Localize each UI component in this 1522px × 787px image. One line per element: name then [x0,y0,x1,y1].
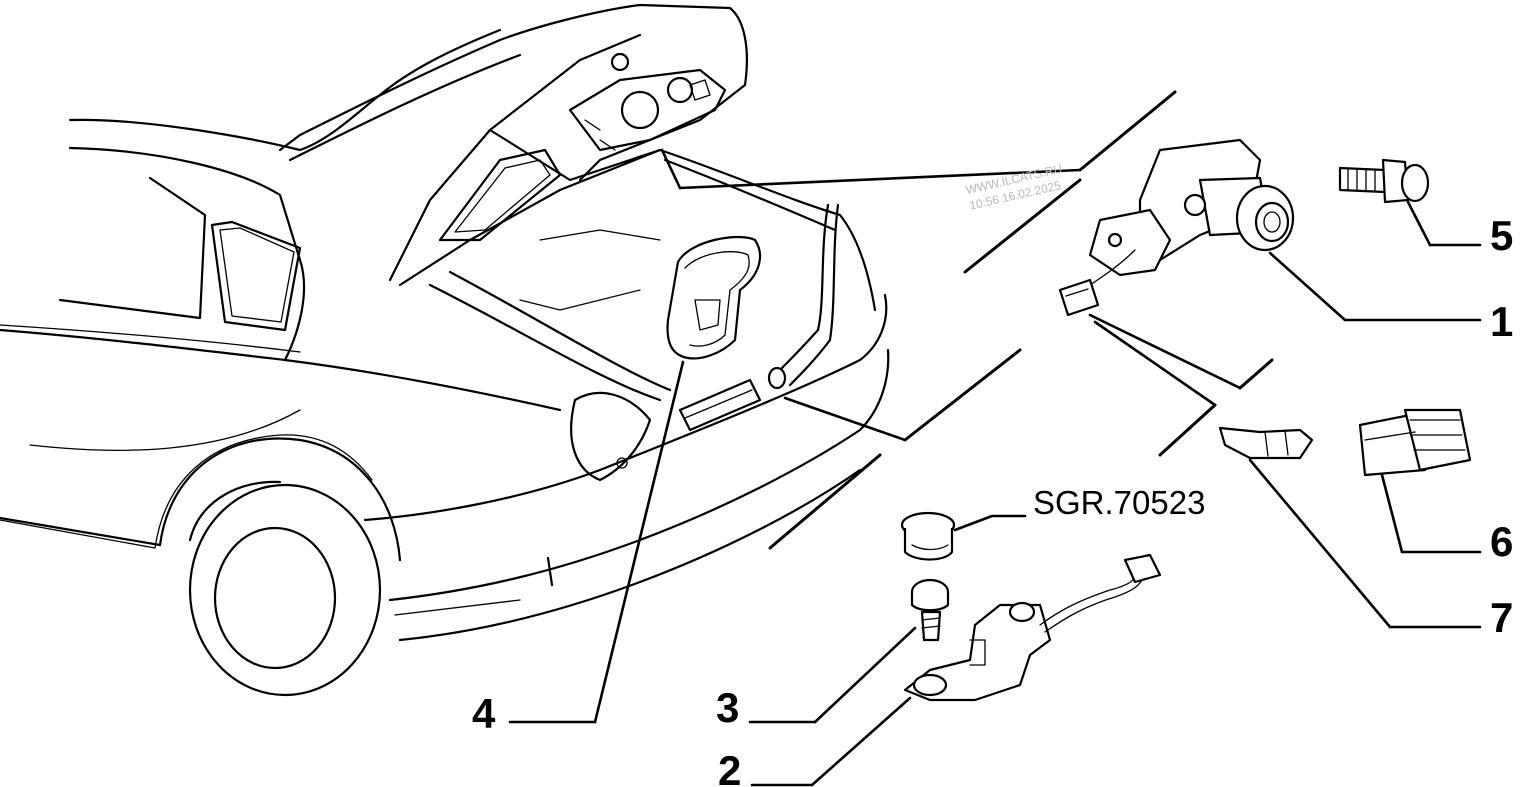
watermark: WWW.ILCATS.RU 10:56 16.02.2025 [964,161,1063,212]
screw-part [910,578,950,642]
reference-code-label: SGR.70523 [1033,484,1205,521]
switch-part [1358,408,1472,477]
callout-2: 2 [718,747,741,787]
break-lines [768,90,1274,550]
callout-labels: 1 2 3 4 5 6 7 SGR.70523 [472,212,1513,787]
terminal-clip-part [1218,426,1314,460]
car-rear-illustration [0,3,890,697]
callout-1: 1 [1490,298,1513,345]
callout-7: 7 [1490,594,1513,641]
lock-cylinder-assembly [1058,138,1295,317]
bolt-part [1338,158,1430,204]
bracket-switch-part [903,553,1162,702]
leader-lines [508,148,1482,787]
plug-part [900,511,956,561]
callout-3: 3 [716,684,739,731]
lock-cover-part [666,235,762,360]
callout-4: 4 [472,690,496,737]
callout-6: 6 [1490,518,1513,565]
callout-5: 5 [1490,212,1513,259]
